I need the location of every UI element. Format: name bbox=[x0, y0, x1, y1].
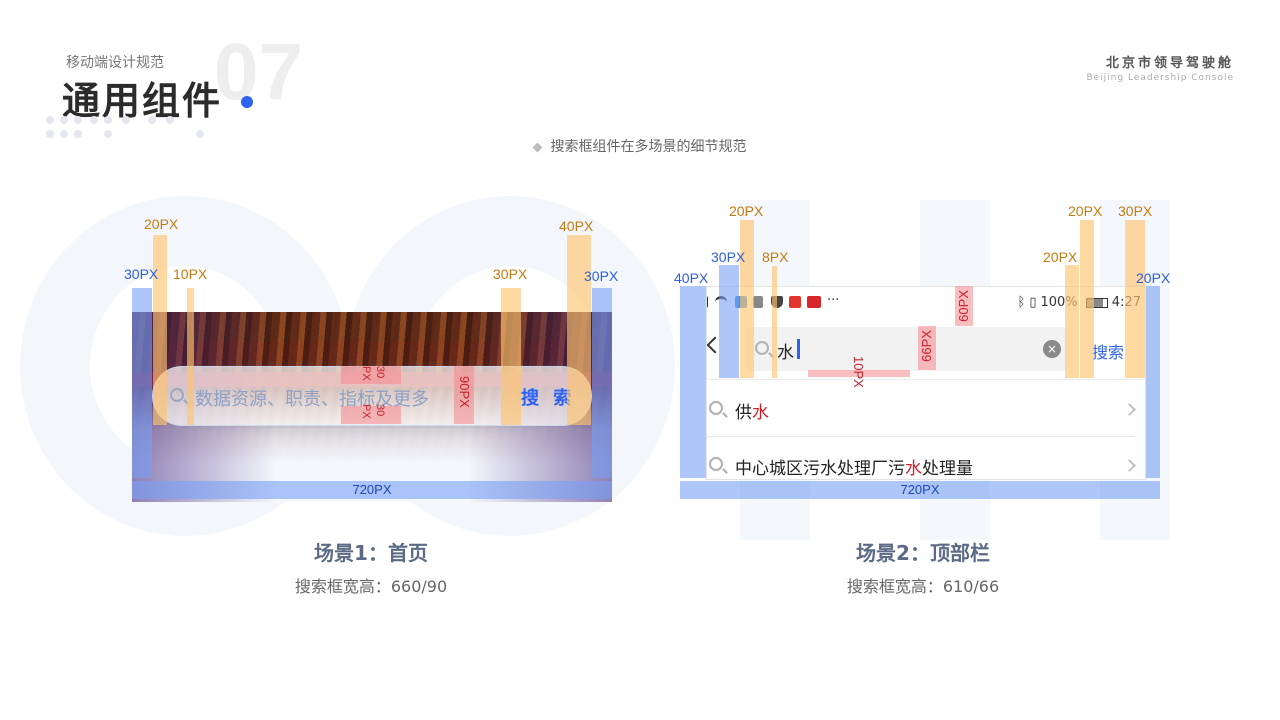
scene2-desc: 搜索框宽高：610/66 bbox=[846, 577, 1000, 596]
app-icon-red-2 bbox=[807, 296, 821, 308]
app-icon-red bbox=[789, 296, 801, 308]
brand-name-cn: 北京市领导驾驶舱 bbox=[1105, 56, 1234, 71]
s1-label-height: 90PX bbox=[457, 376, 472, 408]
s2-guide-box-66 bbox=[918, 326, 936, 370]
header-divider bbox=[707, 379, 1145, 380]
s1-label-left-20: 20PX bbox=[144, 216, 179, 232]
s2-guide-left-20 bbox=[740, 220, 754, 378]
decorative-dots bbox=[46, 116, 216, 142]
scene1-title: 场景1：首页 bbox=[314, 541, 428, 565]
result-text: 供水 bbox=[735, 403, 769, 423]
section-subtitle: 移动端设计规范 bbox=[66, 55, 164, 71]
s1-label-right-30-blue: 30PX bbox=[584, 268, 619, 284]
brand-name-en: Beijing Leadership Console bbox=[1086, 73, 1234, 83]
s2-guide-right-20b bbox=[1080, 220, 1094, 378]
scene1-desc: 搜索框宽高：660/90 bbox=[294, 577, 448, 596]
s1-label-gap-bottom: 30 PX bbox=[360, 404, 386, 419]
brand-logo: 北京市领导驾驶舱 Beijing Leadership Console bbox=[1086, 52, 1234, 83]
text-caret bbox=[797, 339, 800, 359]
s2-label-width: 720PX bbox=[900, 482, 940, 497]
s2-label-right-30: 30PX bbox=[1118, 203, 1153, 219]
status-more-dots: ··· bbox=[827, 293, 840, 308]
scene1-search-placeholder: 数据资源、职责、指标及更多 bbox=[195, 389, 429, 410]
s2-guide-width bbox=[680, 481, 1160, 499]
title-dot bbox=[241, 96, 253, 108]
chevron-right-icon bbox=[1123, 459, 1136, 472]
s1-guide-right-40 bbox=[567, 235, 591, 425]
s2-label-left-40: 40PX bbox=[674, 270, 709, 286]
s2-guide-left-8 bbox=[772, 266, 777, 378]
s2-label-left-30: 30PX bbox=[711, 249, 746, 265]
s2-guide-gap-10 bbox=[808, 370, 910, 377]
bluetooth-icon: ᛒ bbox=[1017, 295, 1026, 310]
s1-label-left-10: 10PX bbox=[173, 266, 208, 282]
search-icon bbox=[709, 457, 723, 471]
result-text: 中心城区污水处理厂污水处理量 bbox=[735, 459, 973, 479]
s2-label-right-20a: 20PX bbox=[1043, 249, 1078, 265]
s2-label-gap-10: 10PX bbox=[851, 356, 866, 388]
scene2-search-button[interactable]: 搜索 bbox=[1092, 343, 1125, 362]
s1-label-right-40: 40PX bbox=[559, 218, 594, 234]
clear-icon[interactable]: × bbox=[1043, 340, 1061, 358]
s2-label-left-20: 20PX bbox=[729, 203, 764, 219]
search-icon bbox=[755, 341, 769, 355]
list-item[interactable]: 中心城区污水处理厂污水处理量 bbox=[707, 437, 1145, 479]
caption-text: 搜索框组件在多场景的细节规范 bbox=[550, 139, 747, 155]
section-caption: 搜索框组件在多场景的细节规范 bbox=[0, 136, 1280, 156]
vibrate-icon: ▯ bbox=[1029, 295, 1037, 310]
s2-label-right-20b: 20PX bbox=[1068, 203, 1103, 219]
scene2-search-value: 水 bbox=[777, 343, 794, 363]
list-item[interactable]: 供水 bbox=[707, 381, 1145, 437]
s1-guide-width bbox=[132, 481, 612, 499]
s1-guide-right-30-blue bbox=[592, 288, 612, 478]
scene1-search-button[interactable]: 搜 索 bbox=[521, 388, 576, 409]
chevron-right-icon bbox=[1123, 403, 1136, 416]
s2-guide-right-20a bbox=[1065, 265, 1079, 378]
search-icon bbox=[170, 388, 184, 402]
s2-guide-right-30 bbox=[1125, 220, 1145, 378]
s2-label-box-66: 66PX bbox=[919, 330, 934, 362]
s1-guide-right-30 bbox=[501, 288, 521, 425]
s1-label-width: 720PX bbox=[352, 482, 392, 497]
scene2-search-input[interactable]: 水 × bbox=[747, 327, 1067, 371]
s2-label-status-60: 60PX bbox=[956, 290, 971, 322]
s1-guide-gap-top bbox=[341, 366, 401, 384]
s2-label-left-8: 8PX bbox=[762, 249, 789, 265]
s1-label-gap-top: 30 PX bbox=[360, 366, 386, 381]
s2-guide-right-20c bbox=[1146, 286, 1160, 478]
section-number: 07 bbox=[214, 27, 303, 116]
s1-label-right-30: 30PX bbox=[493, 266, 528, 282]
sim-icon bbox=[707, 296, 708, 308]
mute-icon bbox=[753, 296, 763, 308]
search-icon bbox=[709, 401, 723, 415]
diamond-icon bbox=[532, 142, 542, 152]
scene2-title: 场景2：顶部栏 bbox=[856, 541, 990, 565]
s2-label-right-20c: 20PX bbox=[1136, 270, 1171, 286]
s1-guide-gap-bottom bbox=[341, 406, 401, 424]
s1-guide-left-20 bbox=[153, 235, 167, 425]
s2-guide-left-30 bbox=[719, 265, 739, 378]
s2-guide-status-60 bbox=[955, 286, 973, 326]
s1-guide-height bbox=[454, 366, 474, 424]
s1-label-left-30: 30PX bbox=[124, 266, 159, 282]
page-title: 通用组件 bbox=[62, 79, 223, 123]
s1-guide-left-30 bbox=[132, 288, 152, 478]
s2-guide-left-40 bbox=[680, 286, 706, 478]
s1-guide-left-10 bbox=[187, 288, 194, 425]
